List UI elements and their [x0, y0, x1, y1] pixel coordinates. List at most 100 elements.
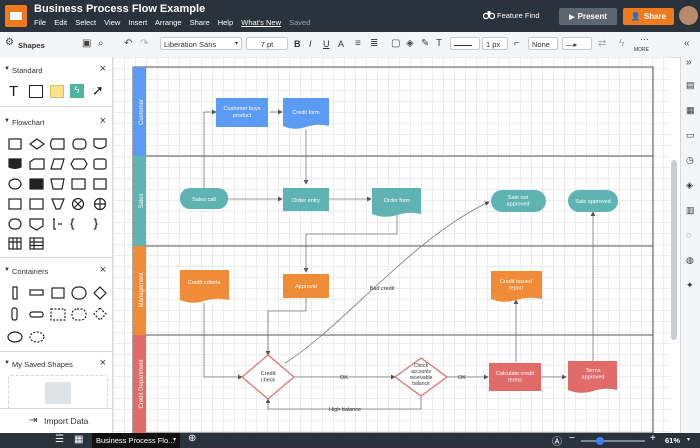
whats-new-link[interactable]: What's New — [241, 18, 282, 27]
close-icon[interactable]: × — [99, 357, 106, 369]
container-shapes-grid[interactable] — [6, 286, 110, 350]
menu-help[interactable]: Help — [217, 18, 234, 27]
collapse-panel-icon[interactable]: » — [686, 57, 692, 68]
magic-wand-icon[interactable]: ✦ — [686, 280, 694, 290]
menu-share[interactable]: Share — [189, 18, 210, 27]
menu-file[interactable]: File — [34, 18, 47, 27]
section-saved-header[interactable]: ▼ My Saved Shapes × — [0, 357, 112, 371]
menu-insert[interactable]: Insert — [128, 18, 148, 27]
node-order-entry[interactable] — [283, 188, 329, 211]
fill-color-icon[interactable]: ◈ — [406, 38, 414, 49]
add-page-icon[interactable]: ⊕ — [188, 433, 197, 444]
list-view-icon[interactable]: ☰ — [55, 434, 64, 445]
section-containers-header[interactable]: ▼ Containers × — [0, 264, 112, 278]
vertical-scrollbar[interactable] — [671, 160, 677, 340]
shape-data-icon[interactable]: ▦ — [686, 105, 695, 115]
swap-arrows-icon[interactable]: ⇄ — [598, 38, 607, 49]
line-color-icon[interactable]: ✎ — [421, 38, 430, 49]
shapes-panel-icon[interactable]: ⚙ — [5, 37, 14, 48]
shape-options-icon[interactable]: ▢ — [391, 38, 401, 49]
line-style-select[interactable] — [450, 37, 480, 50]
bold-button[interactable]: B — [294, 39, 301, 49]
lane-header-credit[interactable] — [133, 335, 146, 433]
share-button[interactable]: 👤Share — [623, 8, 674, 25]
app-logo[interactable] — [5, 5, 27, 27]
document-title[interactable]: Business Process Flow Example — [34, 3, 206, 15]
section-flowchart-header[interactable]: ▼ Flowchart × — [0, 115, 112, 129]
zoom-in-icon[interactable]: + — [650, 433, 656, 444]
document-icon[interactable]: ▥ — [686, 205, 695, 215]
image-icon[interactable]: ▣ — [82, 38, 92, 49]
line-width-select[interactable]: 1 px — [482, 37, 508, 50]
close-icon[interactable]: × — [99, 63, 106, 75]
close-icon[interactable]: × — [99, 264, 106, 276]
lightning-icon[interactable]: ϟ — [619, 38, 625, 49]
close-icon[interactable]: × — [99, 115, 106, 127]
action-shape-icon[interactable]: ϟ — [70, 84, 84, 98]
grid-view-icon[interactable]: ▦ — [74, 434, 84, 445]
line-arrow-icon[interactable]: ➚ — [92, 82, 104, 98]
italic-button[interactable]: I — [309, 39, 312, 49]
font-size-stepper[interactable]: 7 pt — [246, 37, 288, 50]
chat-icon[interactable]: ◍ — [686, 255, 694, 265]
arrow-end-select[interactable]: ―▸ — [562, 37, 592, 50]
node-approval[interactable] — [283, 274, 329, 298]
connector[interactable] — [265, 396, 422, 410]
zoom-level[interactable]: 61% — [665, 436, 681, 445]
sticky-note-icon[interactable] — [50, 85, 64, 98]
layers-icon[interactable]: ◈ — [686, 180, 693, 190]
node-sale-not-approved[interactable] — [491, 190, 546, 212]
navigation-icon[interactable]: Ⓐ — [552, 437, 562, 448]
connector[interactable] — [284, 201, 490, 364]
rectangle-shape-icon[interactable] — [29, 85, 43, 98]
connector[interactable] — [203, 303, 243, 380]
page-icon[interactable]: ▤ — [686, 80, 695, 90]
text-color-icon[interactable]: T — [436, 38, 443, 49]
text-options-button[interactable]: A — [338, 39, 345, 49]
align-vertical-icon[interactable]: ≣ — [370, 38, 379, 49]
import-data-button[interactable]: ⇥ Import Data — [0, 408, 112, 434]
zoom-slider-handle[interactable] — [596, 437, 604, 445]
zoom-out-icon[interactable]: − — [569, 433, 575, 444]
menu-view[interactable]: View — [104, 18, 121, 27]
page-tab-active[interactable]: Business Process Flo... ▾ — [92, 433, 180, 448]
menu-select[interactable]: Select — [75, 18, 97, 27]
menu-edit[interactable]: Edit — [54, 18, 68, 27]
arrow-start-select[interactable]: None — [528, 37, 558, 50]
undo-icon[interactable]: ↶ — [124, 38, 133, 49]
diagram-svg[interactable]: Customer Sales Management Credit Departm… — [113, 57, 670, 433]
present-button[interactable]: ▶Present — [559, 8, 617, 25]
node-calc-credit[interactable] — [489, 363, 541, 391]
node-terms-approved[interactable] — [568, 361, 617, 393]
underline-button[interactable]: U — [323, 39, 330, 49]
diagram-canvas[interactable]: Customer Sales Management Credit Departm… — [113, 57, 670, 433]
connector-style-icon[interactable]: ⌐ — [514, 38, 520, 49]
more-icon[interactable]: ⋯ — [640, 34, 649, 44]
node-check-receivable[interactable] — [393, 357, 449, 397]
node-customer-buys[interactable] — [216, 98, 268, 127]
connector[interactable] — [203, 109, 217, 198]
node-credit-issued[interactable] — [491, 271, 542, 302]
node-credit-criteria[interactable] — [180, 270, 229, 303]
node-sale-approved[interactable] — [568, 190, 618, 212]
history-icon[interactable]: ◷ — [686, 155, 694, 165]
presentation-icon[interactable]: ▭ — [686, 130, 695, 140]
zoom-slider-track[interactable] — [581, 440, 645, 442]
section-standard-header[interactable]: ▼ Standard × — [0, 63, 112, 77]
node-credit-check[interactable] — [241, 354, 295, 400]
comment-icon[interactable]: ◌ — [686, 230, 692, 240]
lane-header-customer[interactable] — [133, 67, 146, 156]
connector[interactable] — [265, 298, 307, 356]
node-credit-form[interactable] — [283, 98, 329, 129]
lane-header-sales[interactable] — [133, 156, 146, 246]
search-icon[interactable]: ⌕ — [98, 38, 104, 49]
redo-icon[interactable]: ↷ — [140, 38, 149, 49]
lane-header-management[interactable] — [133, 246, 146, 335]
flowchart-shapes-grid[interactable] — [6, 137, 110, 251]
collapse-right-icon[interactable]: « — [684, 38, 690, 49]
text-shape-icon[interactable]: T — [9, 83, 19, 100]
font-select[interactable]: Liberation Sans▾ — [160, 37, 242, 50]
feature-find-button[interactable]: Feature Find — [497, 11, 540, 20]
connector[interactable] — [303, 215, 398, 273]
menu-arrange[interactable]: Arrange — [154, 18, 182, 27]
